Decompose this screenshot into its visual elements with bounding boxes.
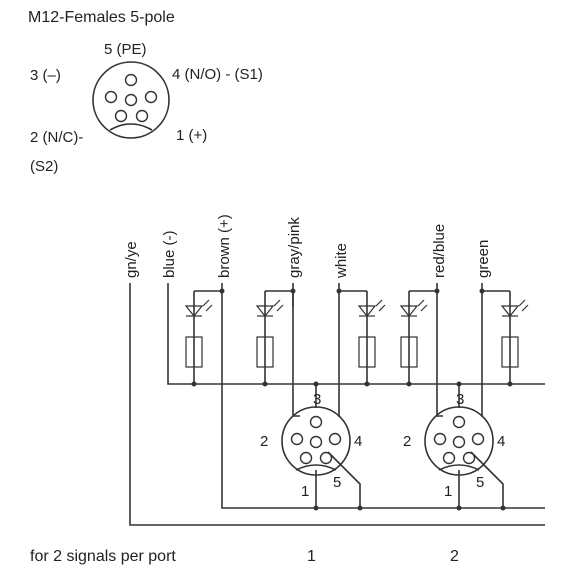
wire-label-green: green [475,240,492,278]
port2-pin1: 1 [444,483,452,500]
pin3-label: 3 (–) [30,67,61,84]
pin1-label: 1 (+) [176,127,207,144]
port1-pin2: 2 [260,433,268,450]
led-resistor-2 [255,299,284,368]
port1-pin5: 5 [333,474,341,491]
pin4-label: 4 (N/O) - (S1) [172,66,263,83]
junction-dots [191,288,513,511]
port2-pin5: 5 [476,474,484,491]
port1-pin3: 3 [313,391,321,408]
footer-caption: for 2 signals per port [30,548,176,565]
wire-label-redblue: red/blue [431,224,448,278]
led-resistor-5 [500,299,529,368]
port2-pin3: 3 [456,391,464,408]
wire-label-brown: brown (+) [216,214,233,278]
led-resistor-4 [399,299,428,368]
port-2-number: 2 [450,548,459,565]
port-1-number: 1 [307,548,316,565]
port-2-connector [424,406,494,476]
port1-pin1: 1 [301,483,309,500]
wire-label-gnye: gn/ye [123,241,140,278]
pin2-label: 2 (N/C)- [30,129,83,146]
wire-label-blue: blue (-) [161,230,178,278]
port2-pin2: 2 [403,433,411,450]
pin5-label: 5 (PE) [104,41,147,58]
port1-pin4: 4 [354,433,362,450]
led-resistor-1 [184,299,213,368]
diagram-title: M12-Females 5-pole [28,9,175,26]
pin2-signal-label: (S2) [30,158,58,175]
wire-label-white: white [333,243,350,279]
wire-label-graypink: gray/pink [286,217,303,278]
port2-pin4: 4 [497,433,505,450]
m12-connector-face [92,61,170,139]
port-1-connector [281,406,351,476]
led-resistor-3 [357,299,386,368]
